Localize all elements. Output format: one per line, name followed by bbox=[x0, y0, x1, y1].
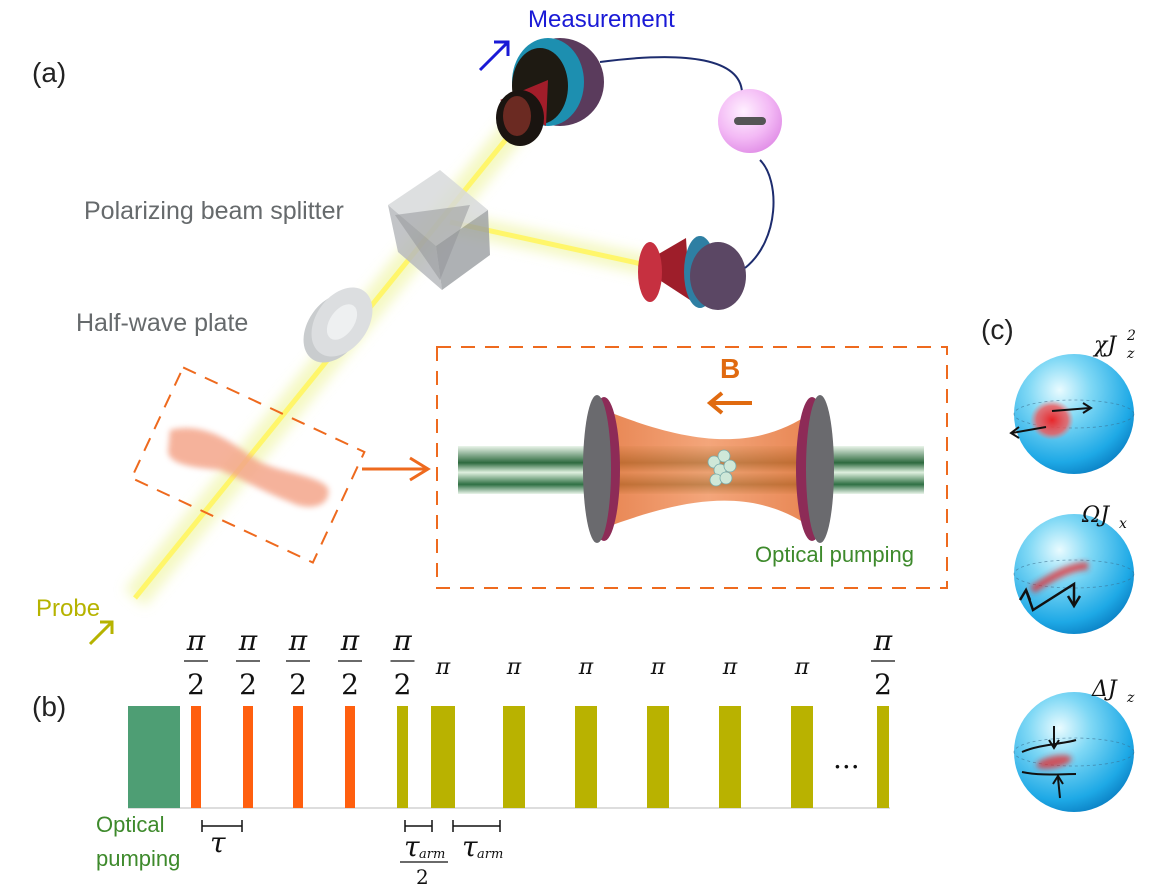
tau-arm-sub: arm bbox=[477, 847, 503, 862]
pulse-orange bbox=[293, 706, 303, 808]
measurement-label: Measurement bbox=[528, 6, 675, 33]
half-wave-plate bbox=[303, 287, 373, 363]
pulse-label-numerator: π bbox=[873, 624, 893, 657]
pulse-orange bbox=[345, 706, 355, 808]
measurement-arrow-icon bbox=[478, 40, 510, 72]
probe-beam bbox=[124, 113, 663, 607]
pulse-olive bbox=[431, 706, 455, 808]
panel-b-label: (b) bbox=[32, 691, 66, 722]
upper-detector bbox=[496, 38, 604, 146]
pulse-label-denominator: 2 bbox=[341, 668, 359, 701]
pulse-label-denominator: 2 bbox=[187, 668, 205, 701]
pulse-olive bbox=[719, 706, 741, 808]
pulse-label-pi: π bbox=[722, 655, 738, 680]
pulse-label-pi: π bbox=[578, 655, 594, 680]
pulse-label-numerator: π bbox=[238, 624, 258, 657]
pulse-olive bbox=[791, 706, 813, 808]
pumping-line1: Optical bbox=[96, 812, 164, 837]
tau-label: τ bbox=[210, 826, 226, 859]
bloch-sphere-twisting bbox=[1009, 354, 1135, 474]
pulse-label-denominator: 2 bbox=[289, 668, 307, 701]
pulse-label-denominator: 2 bbox=[874, 668, 892, 701]
pulse-label-pi: π bbox=[650, 655, 666, 680]
pulse-label-pi: π bbox=[435, 655, 451, 680]
pulse-olive bbox=[877, 706, 889, 808]
beam-splitter-cube bbox=[388, 170, 490, 290]
pulse-orange bbox=[243, 706, 253, 808]
pulse-label-denominator: 2 bbox=[239, 668, 257, 701]
field-label: B bbox=[720, 353, 740, 384]
rotation-label-main: ΩJ bbox=[1081, 503, 1110, 528]
tau-arm-half-denominator: 2 bbox=[416, 865, 429, 889]
tau-arm-interval: τ arm bbox=[452, 820, 503, 863]
pumping-line2: pumping bbox=[96, 846, 180, 871]
bloch-sphere-rotation bbox=[1013, 514, 1135, 634]
panel-a-label: (a) bbox=[32, 57, 66, 88]
subtractor-icon bbox=[718, 89, 782, 153]
pulse-label-numerator: π bbox=[392, 624, 412, 657]
beam-splitter-label: Polarizing beam splitter bbox=[84, 197, 344, 225]
pulse-pump bbox=[128, 706, 180, 808]
atom-ensemble-small bbox=[130, 366, 366, 564]
bloch-sphere-squeezed bbox=[1013, 692, 1135, 812]
pulse-label-numerator: π bbox=[340, 624, 360, 657]
zoom-arrow-icon bbox=[362, 456, 431, 482]
tau-arm-half-interval: τ arm 2 bbox=[400, 820, 448, 889]
pulse-olive bbox=[503, 706, 525, 808]
twisting-label-sub: z bbox=[1126, 346, 1135, 362]
twisting-label-main: χJ bbox=[1092, 333, 1117, 358]
lower-detector bbox=[638, 236, 746, 310]
pulse-olive bbox=[575, 706, 597, 808]
pulse-label-numerator: π bbox=[186, 624, 206, 657]
tau-arm-symbol: τ bbox=[462, 830, 478, 863]
squeezing-label-main: ΔJ bbox=[1091, 677, 1118, 702]
detector-cable bbox=[599, 56, 775, 269]
cavity-inset bbox=[436, 346, 948, 589]
pulse-label-denominator: 2 bbox=[394, 668, 412, 701]
field-arrow-icon bbox=[706, 391, 752, 415]
probe-label: Probe bbox=[36, 595, 100, 622]
pulse-label-pi: π bbox=[794, 655, 810, 680]
tau-interval: τ bbox=[201, 820, 243, 859]
pulse-orange bbox=[191, 706, 201, 808]
atom-cloud bbox=[707, 449, 737, 487]
rotation-label-sub: x bbox=[1119, 516, 1127, 532]
optical-pumping-label: Optical pumping bbox=[755, 542, 914, 567]
pulse-label-numerator: π bbox=[288, 624, 308, 657]
half-wave-plate-label: Half-wave plate bbox=[76, 309, 248, 337]
pulse-olive bbox=[397, 706, 408, 808]
pulse-olive bbox=[647, 706, 669, 808]
pulse-label-pi: π bbox=[506, 655, 522, 680]
tau-arm-half-symbol: τ bbox=[404, 830, 420, 863]
panel-c-label: (c) bbox=[981, 314, 1014, 345]
twisting-label-sup: 2 bbox=[1126, 328, 1136, 344]
squeezing-label-sub: z bbox=[1126, 690, 1135, 706]
tau-arm-half-sub: arm bbox=[419, 847, 445, 862]
probe-arrow-icon bbox=[88, 620, 114, 646]
sequence-ellipsis: ... bbox=[833, 742, 860, 775]
